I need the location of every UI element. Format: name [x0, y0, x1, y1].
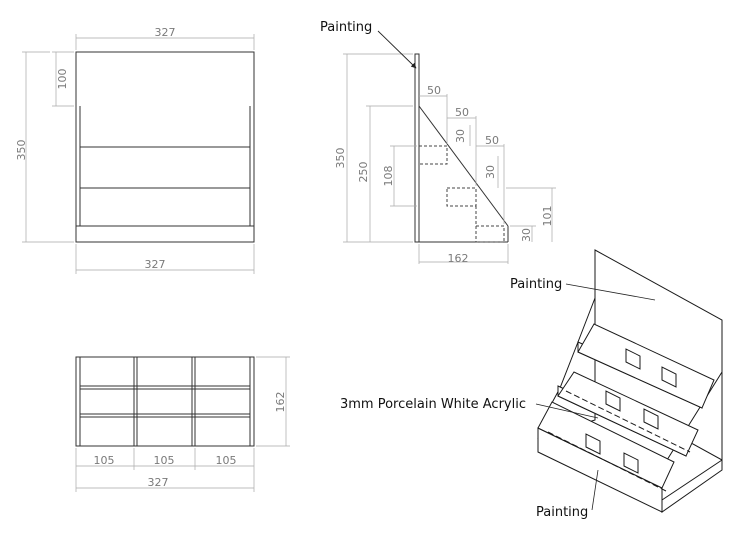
callout-painting-iso-leader: [565, 283, 656, 301]
callout-acrylic: 3mm Porcelain White Acrylic: [340, 397, 526, 412]
callout-acrylic-leader: [535, 403, 599, 419]
dim-side-108: 108: [382, 166, 395, 187]
dim-front-top-width: 327: [155, 26, 176, 39]
isometric-view: Painting 3mm Porcelain White Acrylic Pai…: [340, 249, 723, 520]
dim-side-101: 101: [541, 206, 554, 227]
side-hidden-step-3: [475, 206, 505, 243]
dim-side-height: 350: [334, 148, 347, 169]
dim-side-250: 250: [357, 162, 370, 183]
top-view: 162 105 105 105 327: [75, 356, 290, 492]
dim-step-width-1: 50: [427, 84, 441, 97]
callout-painting-iso: Painting: [510, 277, 562, 292]
callout-painting-bottom: Painting: [536, 505, 588, 520]
dim-top-width: 327: [148, 476, 169, 489]
iso-divider: [625, 348, 641, 370]
dim-side-depth: 162: [448, 252, 469, 265]
dim-top-depth: 162: [274, 392, 287, 413]
callout-painting-bottom-leader: [591, 469, 599, 511]
callout-painting-top: Painting: [320, 20, 372, 35]
side-hidden-step-1: [419, 145, 448, 165]
dim-side-30: 30: [520, 228, 533, 242]
dim-step-rise-2: 30: [484, 165, 497, 179]
front-view: 327 327 100 350: [15, 26, 255, 274]
side-view: 50 50 50 30 30 350 250 108 101 30: [320, 20, 556, 265]
dim-step-rise-1: 30: [454, 129, 467, 143]
callout-painting-top-leader: [377, 30, 417, 69]
side-back-panel: [414, 53, 420, 243]
side-slanted-edge: [418, 105, 509, 227]
dim-column-width-3: 105: [216, 454, 237, 467]
dim-front-height: 350: [15, 140, 28, 161]
side-hidden-step-2: [446, 187, 477, 207]
dim-step-width-3: 50: [485, 134, 499, 147]
top-view-outline: [75, 356, 255, 447]
dim-column-width-1: 105: [94, 454, 115, 467]
dim-front-bottom-width: 327: [145, 258, 166, 271]
dim-step-width-2: 50: [455, 106, 469, 119]
dim-column-width-2: 105: [154, 454, 175, 467]
dim-back-panel-height: 100: [56, 69, 69, 90]
